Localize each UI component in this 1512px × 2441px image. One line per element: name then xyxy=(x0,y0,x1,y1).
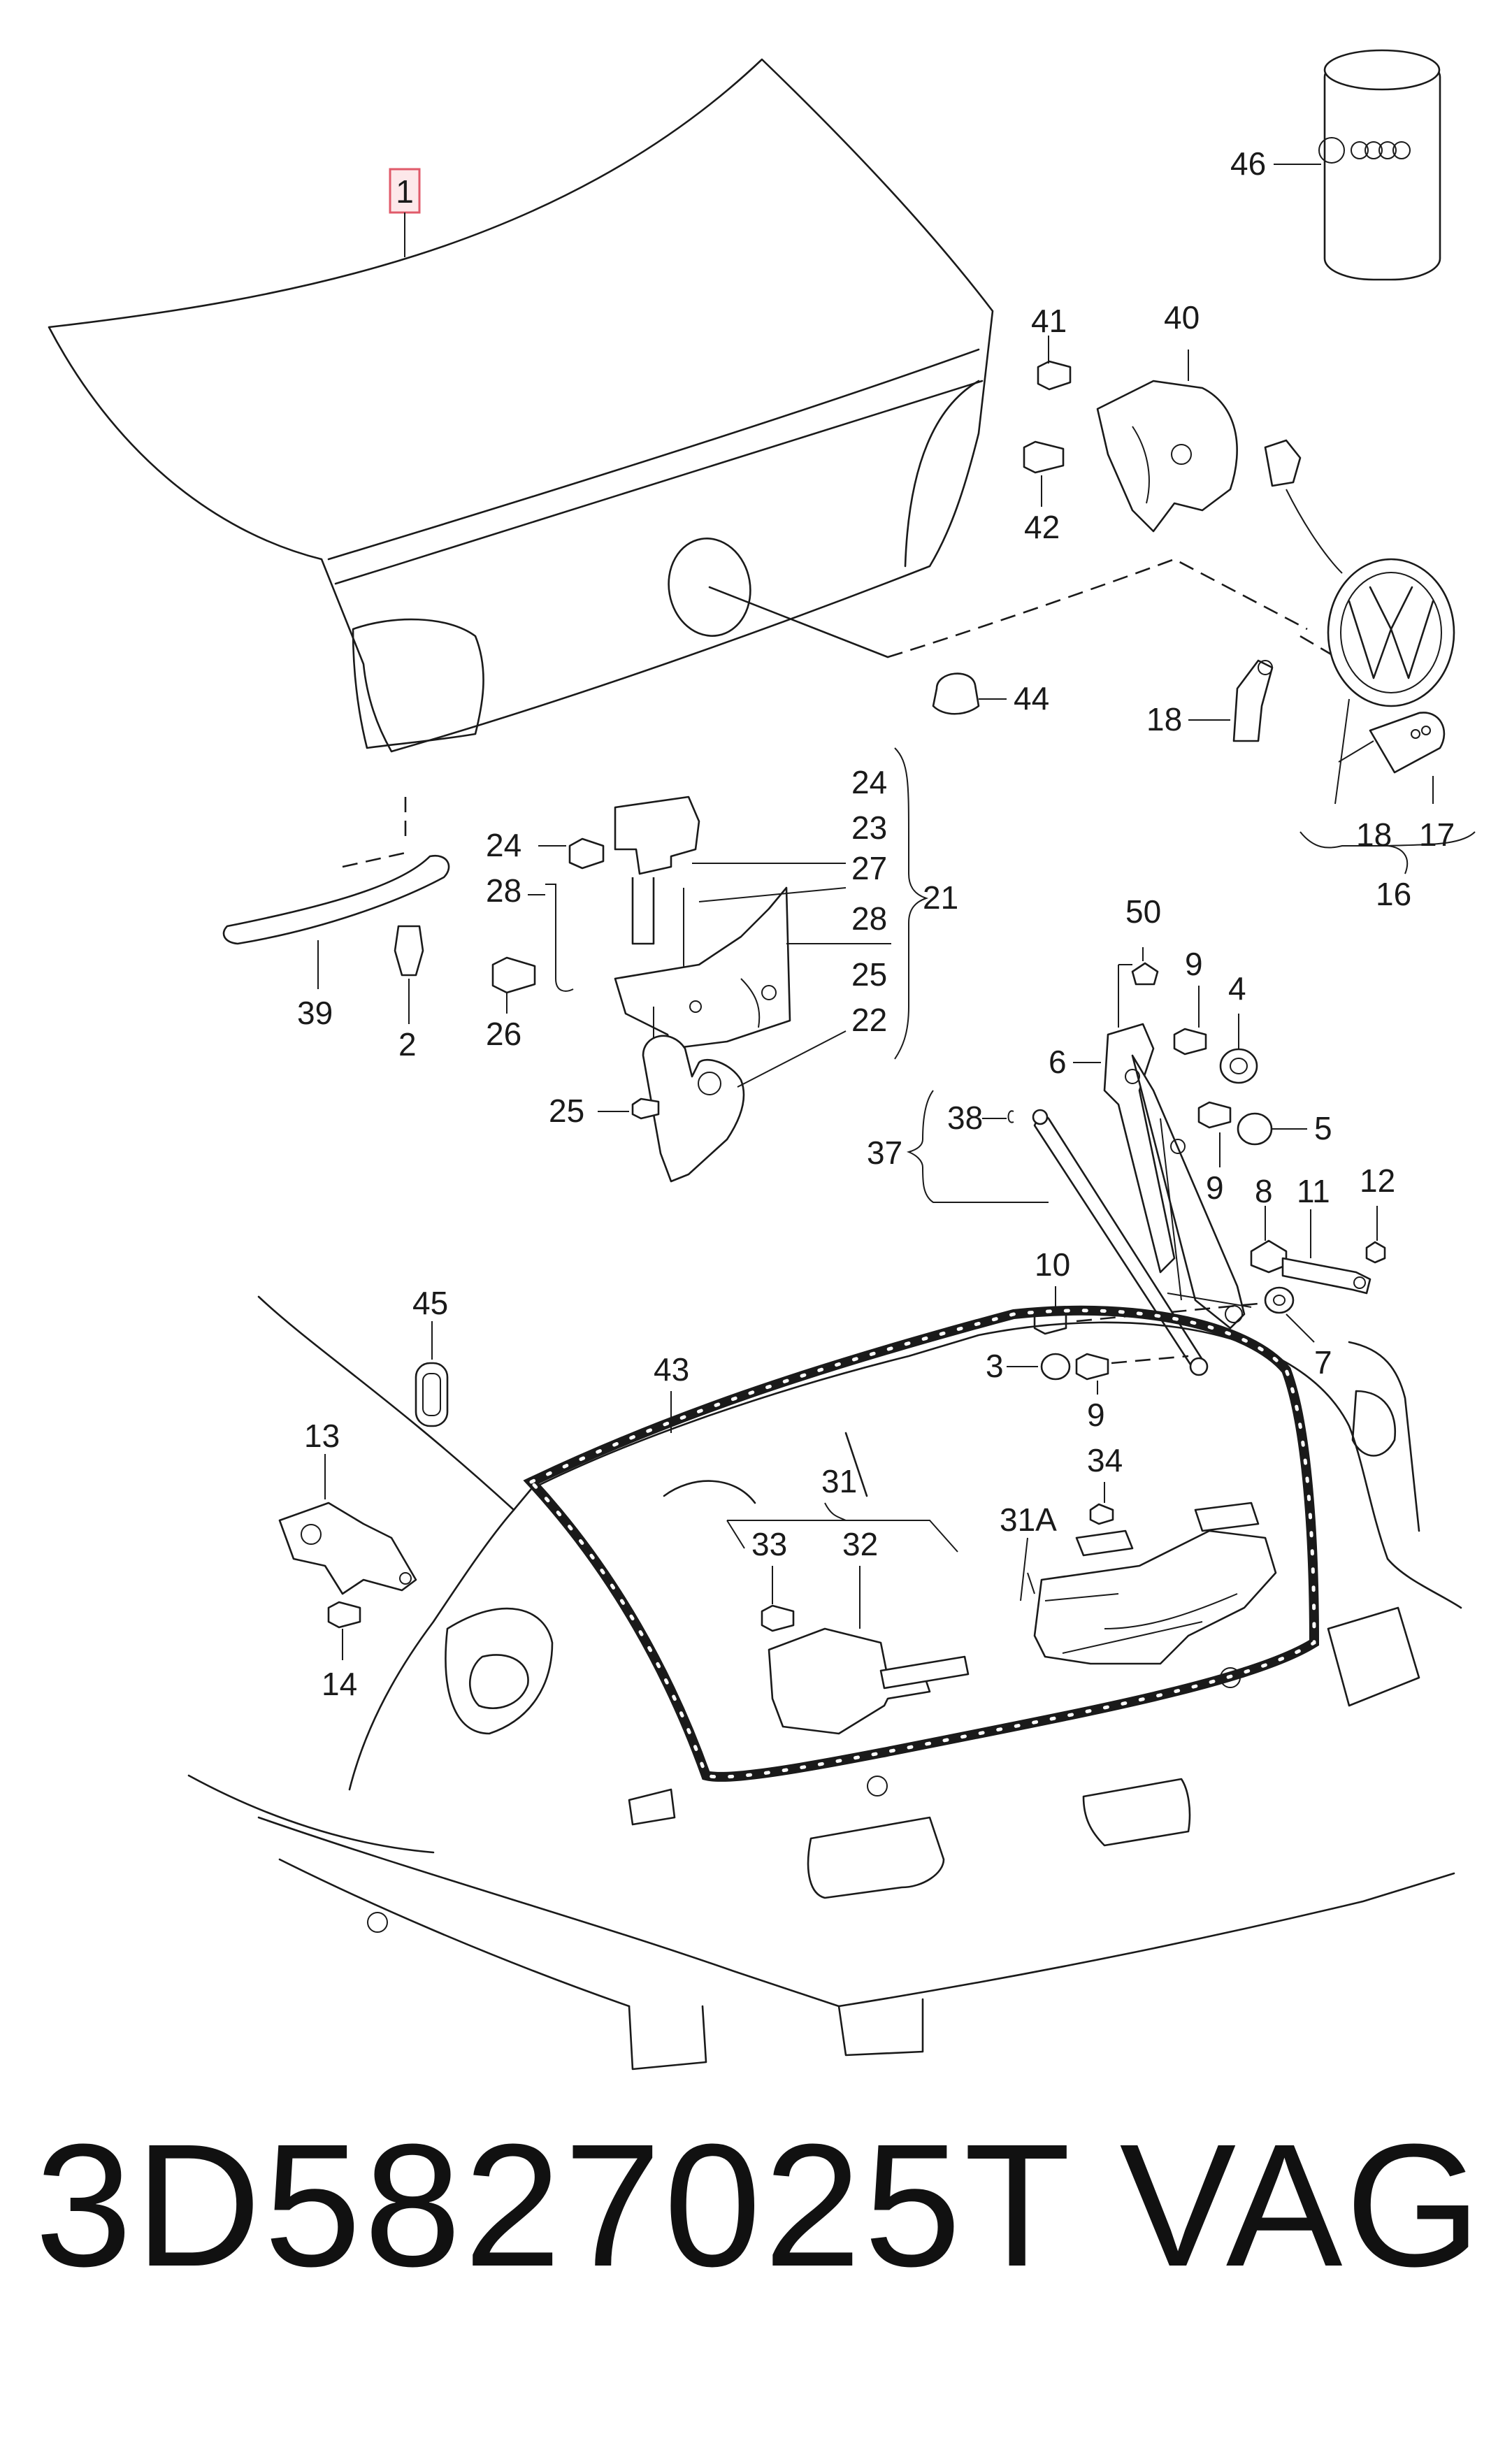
callout-31A: 31A xyxy=(1000,1502,1057,1538)
callout-2: 2 xyxy=(398,1026,417,1063)
trim-strip-part-39: 39 2 xyxy=(222,797,450,1063)
callout-6: 6 xyxy=(1049,1044,1067,1080)
footer: 3D5827025T VAG xyxy=(0,2090,1512,2300)
callout-45: 45 xyxy=(412,1285,448,1321)
callout-8: 8 xyxy=(1255,1173,1273,1209)
callout-12: 12 xyxy=(1360,1162,1395,1199)
callout-25-left: 25 xyxy=(549,1093,584,1129)
vw-emblem-icon xyxy=(1348,586,1434,679)
lock-housing-part-40: 40 41 42 xyxy=(1023,299,1343,574)
callout-31: 31 xyxy=(821,1463,857,1499)
callout-26: 26 xyxy=(486,1016,521,1052)
callout-25-right: 25 xyxy=(851,956,887,993)
callout-11: 11 xyxy=(1297,1173,1330,1209)
callout-14: 14 xyxy=(322,1666,357,1702)
callout-50: 50 xyxy=(1125,893,1161,930)
callout-3: 3 xyxy=(986,1348,1004,1384)
callout-43: 43 xyxy=(654,1351,689,1388)
hinge-assembly: 50 6 9 4 9 5 38 37 8 xyxy=(867,893,1395,1433)
bracket-16: 18 17 16 xyxy=(1299,698,1476,912)
audi-rings-icon xyxy=(1351,141,1411,159)
callout-28-right: 28 xyxy=(851,900,887,937)
vw-emblem-part-16 xyxy=(1327,558,1455,707)
callout-23: 23 xyxy=(851,809,887,846)
callout-17: 17 xyxy=(1419,816,1455,853)
callout-1: 1 xyxy=(396,173,414,210)
callout-21: 21 xyxy=(923,879,958,916)
callout-40: 40 xyxy=(1164,299,1200,336)
callout-13: 13 xyxy=(304,1418,340,1454)
aerosol-can-part-46: 46 xyxy=(1230,49,1441,281)
vw-logo-small-icon xyxy=(1318,137,1345,164)
car-rear-body: 43 xyxy=(187,1295,1462,2071)
callout-9-bottom: 9 xyxy=(1087,1397,1105,1433)
callout-7: 7 xyxy=(1314,1344,1332,1381)
callout-38: 38 xyxy=(947,1100,983,1136)
callout-27: 27 xyxy=(851,850,887,886)
grommet-part-45: 45 xyxy=(412,1285,449,1427)
callout-24-right: 24 xyxy=(851,764,887,800)
callout-10: 10 xyxy=(1035,1246,1070,1283)
callout-32: 32 xyxy=(842,1526,878,1562)
car-key-part-17 xyxy=(1338,712,1446,774)
callout-34: 34 xyxy=(1087,1442,1123,1478)
callout-39: 39 xyxy=(297,995,333,1031)
trunk-latch-group-31: 31 33 32 31A 34 xyxy=(726,1442,1277,1735)
part-number: 3D5827025T xyxy=(35,2108,1074,2303)
callout-5: 5 xyxy=(1314,1110,1332,1146)
callout-9-mid: 9 xyxy=(1206,1169,1224,1206)
callout-46: 46 xyxy=(1230,145,1266,182)
callout-42: 42 xyxy=(1024,509,1060,545)
callout-33: 33 xyxy=(751,1526,787,1562)
callout-41: 41 xyxy=(1031,303,1067,339)
callout-9-top: 9 xyxy=(1185,946,1203,982)
callout-28-left: 28 xyxy=(486,872,521,909)
callout-16: 16 xyxy=(1376,876,1411,912)
lock-assembly-group: 24 28 26 25 24 23 27 28 25 22 21 xyxy=(486,747,958,1183)
actuator-part-18: 18 xyxy=(1146,659,1274,742)
bracket-part-13: 13 14 xyxy=(278,1418,417,1702)
callout-37: 37 xyxy=(867,1135,902,1171)
brand-label: VAG xyxy=(1119,2108,1484,2303)
callout-1-highlight[interactable]: 1 xyxy=(389,168,421,257)
callout-22: 22 xyxy=(851,1002,887,1038)
callout-4: 4 xyxy=(1228,970,1246,1007)
callout-44: 44 xyxy=(1014,680,1049,717)
callout-24-left: 24 xyxy=(486,827,521,863)
callout-18-left: 18 xyxy=(1146,701,1182,737)
callout-18-right: 18 xyxy=(1356,816,1392,853)
grommet-part-44: 44 xyxy=(932,672,1049,717)
